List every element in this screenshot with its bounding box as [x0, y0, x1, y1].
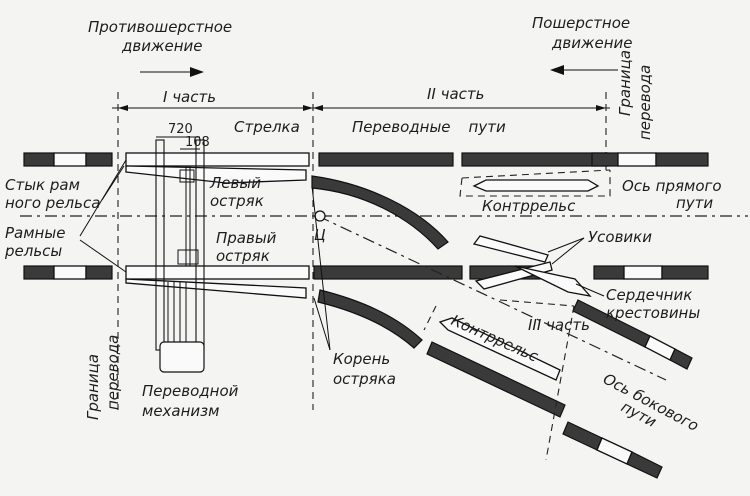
left-point-blade	[125, 165, 307, 184]
facing-movement-label-2: движение	[121, 37, 203, 55]
frog-core-label-2: крестовины	[606, 304, 700, 322]
turnout-boundary-left-label-2: перевода	[104, 335, 122, 410]
point-heels-label-2: остряка	[333, 370, 396, 388]
trailing-movement-label-1: Пошерстное	[532, 14, 630, 32]
guard-rail-bottom	[438, 317, 561, 381]
diverging-track-axis-line	[317, 215, 667, 381]
parts-dimension-line	[112, 92, 610, 410]
wing-rails-label: Усовики	[588, 228, 652, 246]
diverging-rail-upper-3	[669, 348, 693, 370]
upper-curved-closure-rail	[311, 175, 449, 250]
frog-zone-boundary-diag	[461, 169, 611, 179]
right-point-blade	[125, 278, 307, 299]
wing-rail-upper	[472, 235, 549, 263]
wing-rails-leaders	[547, 237, 585, 265]
left-point-label-1: Левый	[209, 174, 261, 192]
center-mark-label: Ц	[314, 226, 326, 244]
point-heels-leaders	[311, 185, 331, 351]
trailing-movement-label-2: движение	[551, 34, 633, 52]
bottom-stock-rail	[125, 265, 310, 280]
turnout-boundary-right-label-2: перевода	[636, 65, 654, 140]
frog-core-leader	[575, 283, 605, 297]
closure-rails-label-1: Переводные	[352, 118, 451, 136]
part3-boundary-top	[499, 299, 575, 307]
frog-zone-boundary-top	[459, 170, 611, 197]
part3-boundary-right	[545, 305, 575, 461]
facing-arrow-icon	[140, 67, 204, 77]
facing-movement-label-1: Противошерстное	[88, 18, 232, 36]
frog-core-label-1: Сердечник	[606, 286, 692, 304]
part3-boundary-left	[423, 305, 437, 331]
top-rail-row	[23, 152, 709, 167]
part-3-label: III часть	[528, 316, 590, 334]
center-point-icon	[314, 210, 326, 222]
point-heels-label-1: Корень	[333, 350, 390, 368]
switch-label: Стрелка	[234, 118, 300, 136]
stock-rails-label-2: рельсы	[4, 242, 62, 260]
top-stock-rail	[125, 152, 310, 167]
stock-rails-label-1: Рамные	[5, 224, 65, 242]
diverging-rail-lower-3	[596, 437, 633, 465]
diverging-rail-lower-2	[562, 421, 603, 451]
stock-rail-joint-label-2: ного рельса	[5, 194, 100, 212]
turnout-boundary-left-label-1: Граница	[84, 354, 102, 420]
switch-machine-label-1: Переводной	[142, 382, 239, 400]
diverging-rail-lower	[426, 341, 566, 418]
closure-rails-label-2: пути	[469, 118, 506, 136]
switch-machine-label-2: механизм	[142, 402, 219, 420]
dim-720-label: 720	[168, 122, 193, 137]
diverging-rail-upper-2	[644, 335, 676, 361]
stock-rail-joint-label-1: Стык рам	[5, 176, 80, 194]
lower-curved-closure-rail	[317, 289, 423, 349]
guard-rail-top	[472, 179, 600, 192]
trailing-arrow-icon	[550, 65, 618, 75]
main-track-axis-label-2: пути	[676, 194, 713, 212]
diverging-rail-lower-4	[626, 451, 663, 479]
right-point-label-1: Правый	[216, 229, 277, 247]
closure-rails-label: Переводные пути	[352, 118, 506, 136]
turnout-boundary-right-label-1: Граница	[616, 50, 634, 116]
switch-machine	[155, 139, 205, 373]
left-leader-lines	[79, 159, 127, 273]
right-point-label-2: остряк	[216, 247, 270, 265]
part-1-label: I часть	[163, 88, 216, 106]
frog-core	[514, 265, 592, 297]
part-2-label: II часть	[427, 85, 485, 103]
left-point-label-2: остряк	[210, 192, 264, 210]
bottom-rail-row	[23, 265, 709, 280]
main-track-axis-label-1: Ось прямого	[622, 177, 722, 195]
guard-rail-top-label: Контррельс	[482, 197, 576, 215]
